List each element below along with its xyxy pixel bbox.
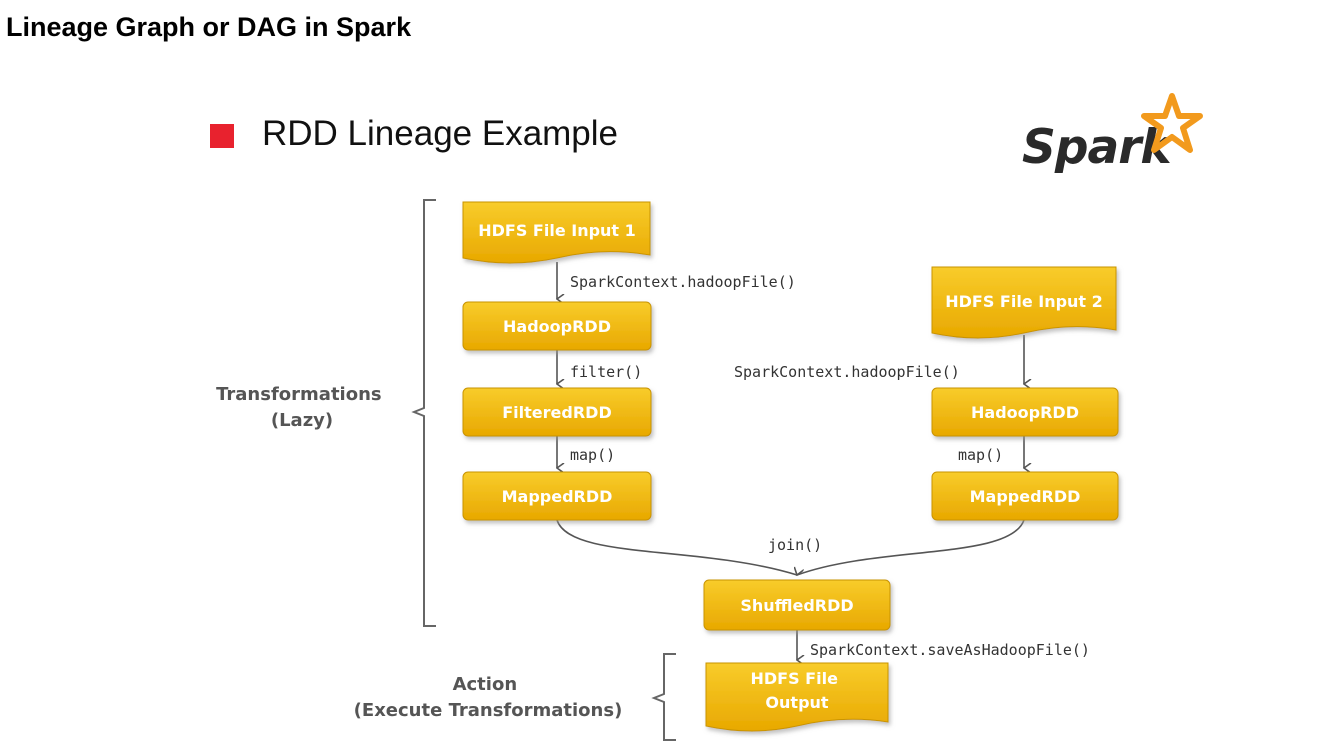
svg-text:HDFS File Input 1: HDFS File Input 1 [478,221,636,240]
svg-text:HDFS File Input 2: HDFS File Input 2 [945,292,1103,311]
edge-label-map-1: map() [570,446,615,464]
edge-label-filter: filter() [570,363,642,381]
slide-heading: RDD Lineage Example [262,114,619,153]
spark-star-icon [1141,93,1203,153]
svg-text:HDFS File Output: HDFS File Output [750,669,843,712]
svg-text:ShuffledRDD: ShuffledRDD [740,596,853,615]
action-label: Action (Execute Transformations) [354,674,623,721]
svg-text:MappedRDD: MappedRDD [970,487,1081,506]
edge-label-hadoopfile-2: SparkContext.hadoopFile() [734,363,960,381]
node-shuffledrdd: ShuffledRDD [703,579,891,631]
node-hdfs-file-input-2: HDFS File Input 2 [931,266,1117,339]
edge-label-save: SparkContext.saveAsHadoopFile() [810,641,1090,659]
edge-label-hadoopfile-1: SparkContext.hadoopFile() [570,273,796,291]
square-bullet-icon [210,124,234,148]
node-hdfs-file-input-1: HDFS File Input 1 [462,201,651,264]
spark-logo-text: Spark [1022,120,1172,175]
edge-mappedrdd2-to-shuffled [796,519,1025,576]
edge-label-join: join() [768,536,822,554]
node-hadooprdd-1: HadoopRDD [462,301,652,351]
spark-logo: Spark [1022,92,1203,184]
svg-text:HadoopRDD: HadoopRDD [971,403,1079,422]
node-filteredrdd: FilteredRDD [462,387,652,437]
transformations-bracket [411,199,436,627]
node-mappedrdd-1: MappedRDD [462,471,652,521]
node-mappedrdd-2: MappedRDD [931,471,1119,521]
node-hdfs-file-output: HDFS File Output [705,662,889,732]
node-hadooprdd-2: HadoopRDD [931,387,1119,437]
svg-text:HadoopRDD: HadoopRDD [503,317,611,336]
svg-text:FilteredRDD: FilteredRDD [502,403,611,422]
svg-text:MappedRDD: MappedRDD [502,487,613,506]
action-bracket [651,653,676,741]
edge-label-map-2: map() [958,446,1003,464]
edge-mappedrdd1-to-shuffled [556,519,797,575]
page-title: Lineage Graph or DAG in Spark [6,12,412,42]
transformations-label: Transformations (Lazy) [216,384,388,431]
